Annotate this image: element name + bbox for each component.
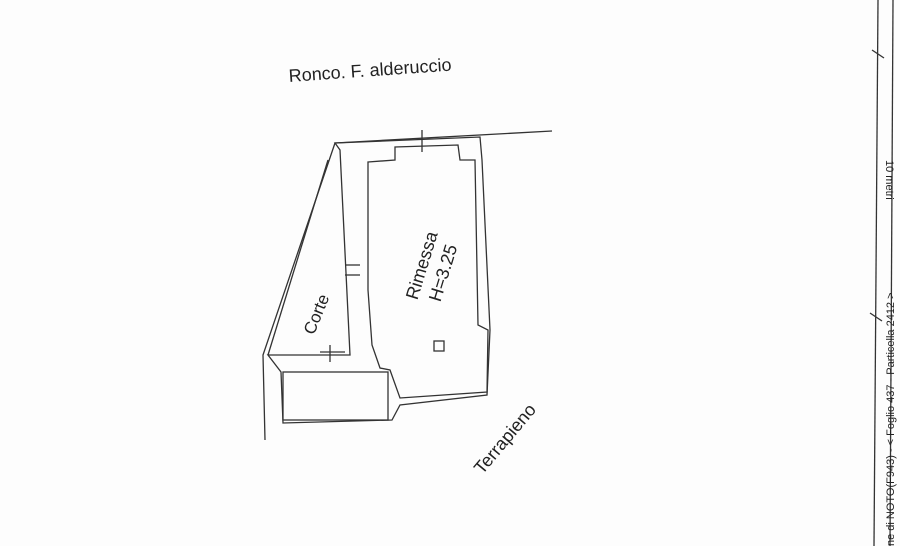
building-outline <box>266 136 491 424</box>
rimessa-room <box>367 144 489 399</box>
court-inner-line <box>267 159 329 356</box>
margin-line <box>889 0 894 546</box>
scale-label: 10 metri <box>883 160 895 200</box>
court-boundary <box>262 142 336 441</box>
scale-tick <box>871 49 885 59</box>
scale-tick <box>869 312 883 322</box>
margin-line <box>873 0 879 546</box>
small-room <box>282 371 389 421</box>
cadastral-reference: ne di NOTO(F943) - < Foglio 437 - Partic… <box>885 292 897 546</box>
pillar <box>433 340 445 352</box>
